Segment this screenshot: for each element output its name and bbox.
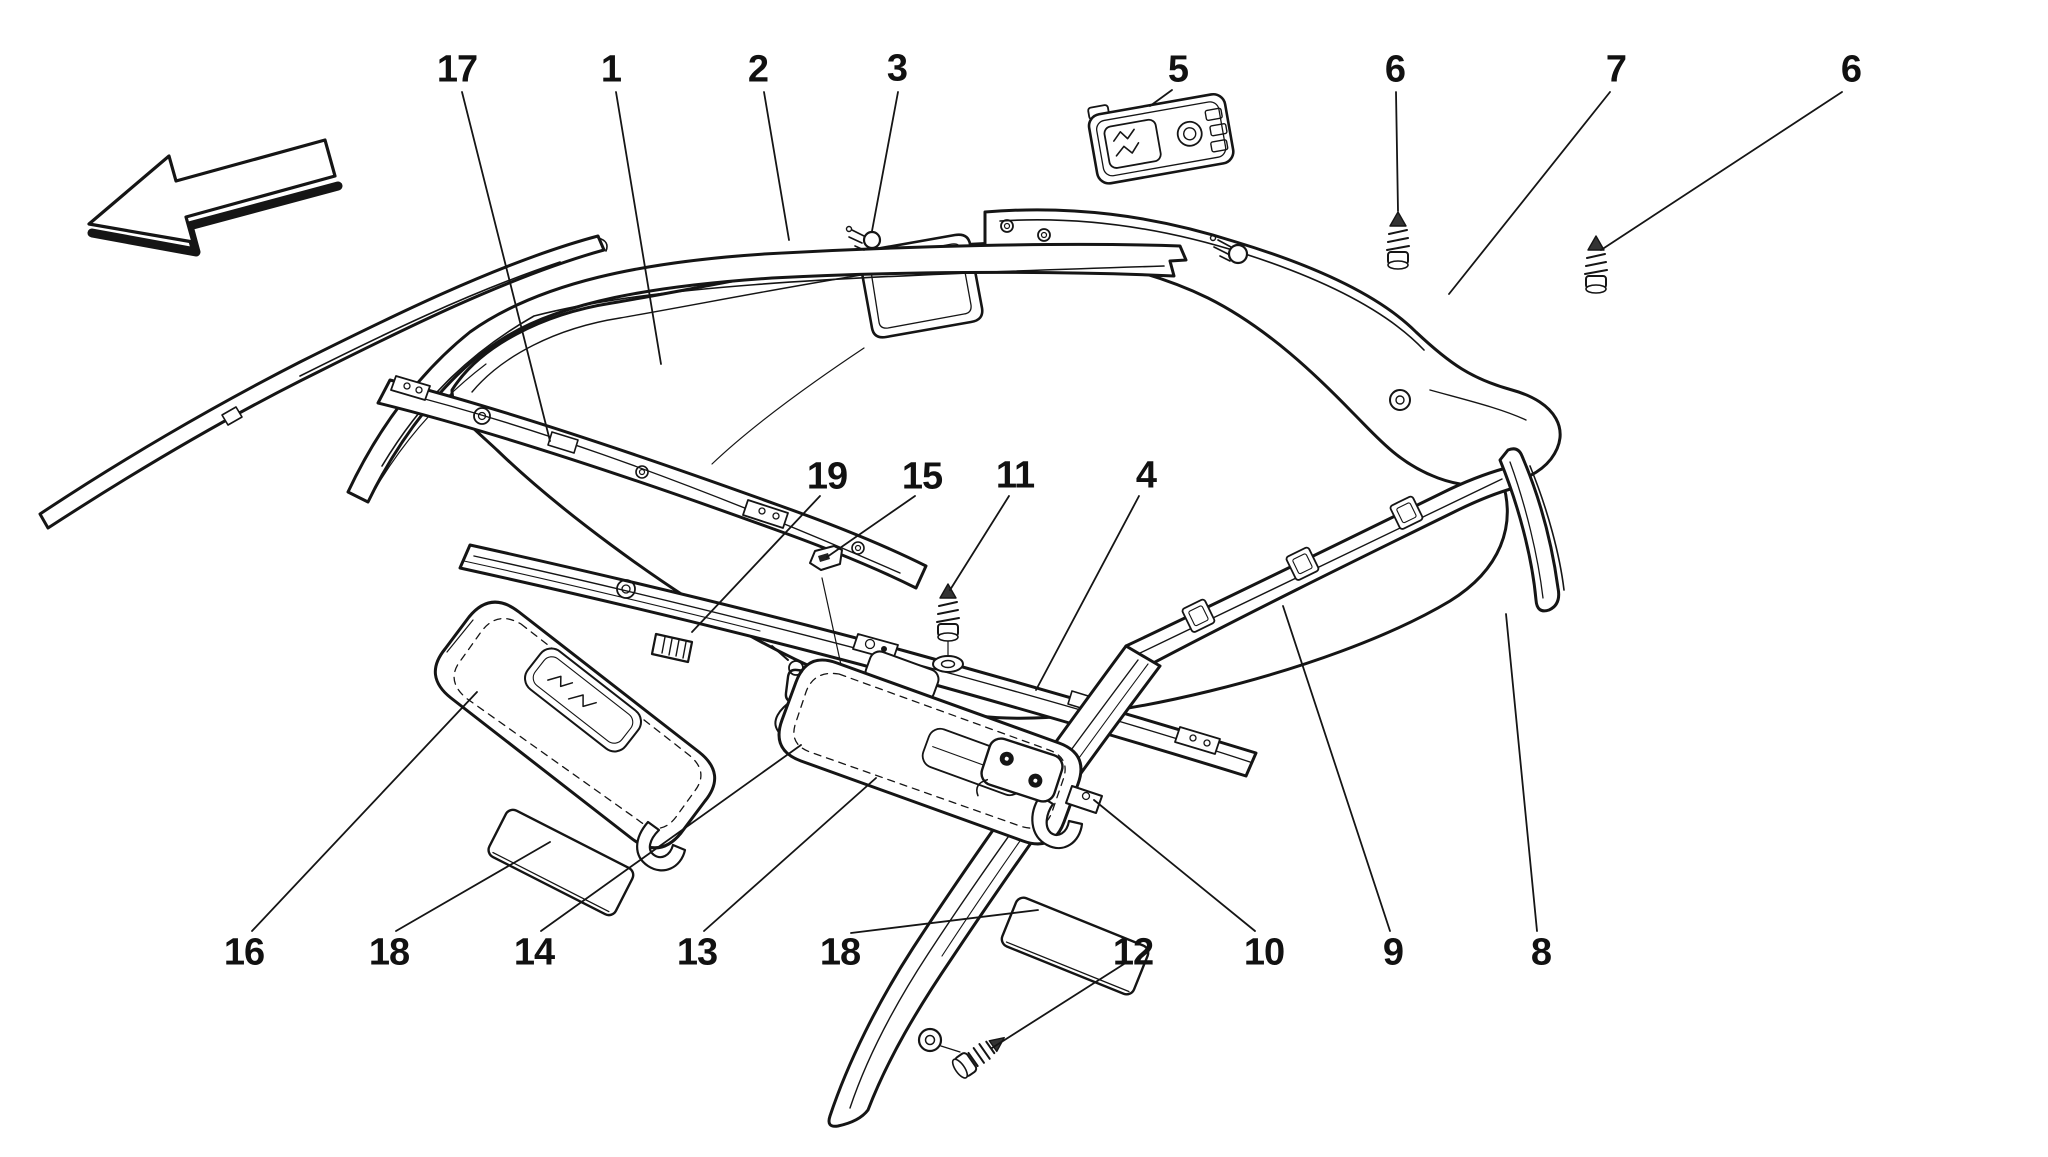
callout-15: 15 bbox=[901, 455, 943, 498]
callout-11: 11 bbox=[995, 454, 1035, 497]
callout-3: 3 bbox=[886, 47, 908, 90]
callout-6-rear: 6 bbox=[1840, 48, 1862, 91]
adhesive-pad-right bbox=[1000, 896, 1150, 996]
visor-pivot-bracket bbox=[976, 737, 1064, 803]
adhesive-pad-left bbox=[487, 808, 635, 917]
callout-13: 13 bbox=[676, 931, 718, 974]
overhead-light-console bbox=[1087, 92, 1235, 185]
direction-arrow-icon bbox=[87, 138, 343, 257]
callout-12: 12 bbox=[1112, 931, 1154, 974]
front-retainer-rail bbox=[376, 375, 928, 590]
pillar-screw bbox=[951, 1036, 1005, 1079]
leader-lines bbox=[251, 89, 1843, 1049]
header-end-screw bbox=[1209, 234, 1249, 265]
header-screw bbox=[845, 225, 882, 251]
callout-9: 9 bbox=[1382, 931, 1404, 974]
a-pillar-trim bbox=[38, 234, 608, 530]
sun-visor-left bbox=[434, 600, 716, 872]
callout-6-front: 6 bbox=[1384, 48, 1406, 91]
screw-6-front bbox=[1386, 211, 1410, 270]
callout-16: 16 bbox=[223, 931, 265, 974]
screw-6-rear bbox=[1584, 235, 1608, 294]
callout-8: 8 bbox=[1530, 931, 1552, 974]
callout-2: 2 bbox=[747, 48, 769, 91]
callout-14: 14 bbox=[513, 931, 555, 974]
quarter-pillar-trim bbox=[1498, 447, 1565, 613]
callout-10: 10 bbox=[1243, 931, 1285, 974]
callout-17: 17 bbox=[436, 48, 478, 91]
sun-visor-right bbox=[771, 645, 1084, 850]
callout-18-right: 18 bbox=[819, 931, 861, 974]
center-retainer-rail bbox=[458, 543, 1258, 778]
callout-19: 19 bbox=[806, 455, 848, 498]
ribbed-clip bbox=[650, 632, 694, 664]
callout-4: 4 bbox=[1135, 454, 1157, 497]
windscreen-header-trim bbox=[346, 242, 1188, 504]
callout-5: 5 bbox=[1167, 48, 1189, 91]
callout-1: 1 bbox=[600, 48, 622, 91]
pivot-support bbox=[1065, 785, 1103, 814]
callout-18-left: 18 bbox=[368, 931, 410, 974]
roof-side-rail bbox=[1124, 466, 1516, 672]
callout-7: 7 bbox=[1605, 48, 1627, 91]
screw-with-grommet bbox=[932, 583, 964, 673]
